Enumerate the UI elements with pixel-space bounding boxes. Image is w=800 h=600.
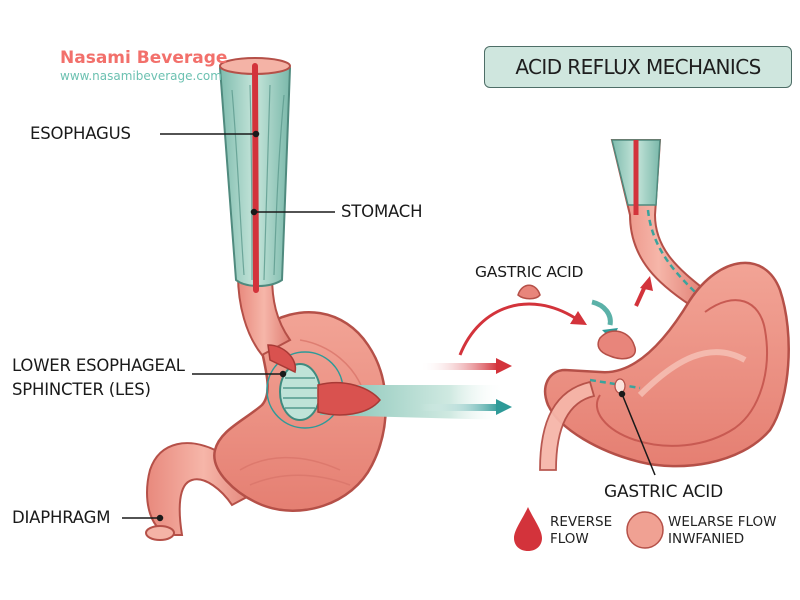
les-leader-dot	[279, 370, 287, 378]
duodenum-opening	[145, 525, 175, 541]
reflux-up-head	[640, 276, 653, 291]
acid-blob	[517, 284, 541, 300]
right-stomach-inner	[595, 299, 768, 447]
band-muscle	[317, 381, 381, 416]
right-stomach-body	[543, 261, 790, 468]
esophagus-muscle-lines	[231, 84, 285, 281]
right-les-ring	[614, 378, 626, 394]
right-diaphragm-tube	[539, 380, 596, 471]
flow-arrows	[420, 284, 618, 415]
legend-welarse-line1: WELARSE FLOW	[668, 514, 777, 530]
leader-lines-right	[618, 390, 656, 476]
reflux-arc-arrow	[458, 302, 576, 356]
les-ridges	[283, 377, 317, 409]
label-gastric-acid-bottom: GASTRIC ACID	[604, 482, 723, 502]
gastric-acid-leader-dot	[618, 390, 626, 398]
droplet-icon	[514, 507, 542, 551]
stomach-leader-dot	[250, 208, 258, 216]
teal-arrow-shaft	[420, 404, 500, 411]
label-diaphragm: DIAPHRAGM	[12, 508, 111, 527]
esophagus-leader-dot	[252, 130, 260, 138]
red-arrow-shaft	[420, 363, 498, 370]
acid-column	[252, 63, 259, 293]
diaphragm-leader-dot	[156, 514, 164, 522]
gastric-acid-leader	[621, 393, 656, 476]
legend-welarse-line2: INWFANIED	[668, 531, 745, 547]
legend-reverse-line1: REVERSE	[550, 514, 613, 530]
acid-splash	[597, 330, 637, 360]
label-gastric-acid-top: GASTRIC ACID	[475, 263, 584, 281]
legend-icons	[514, 507, 664, 551]
leader-lines-left	[122, 130, 335, 522]
right-stomach-lining	[637, 349, 747, 398]
les-sphincter	[279, 363, 321, 421]
brand-watermark: Nasami Beverage www.nasamibeverage.com	[60, 48, 228, 83]
page-title: ACID REFLUX MECHANICS	[515, 55, 761, 79]
circle-icon	[626, 511, 664, 549]
label-stomach: STOMACH	[341, 202, 423, 221]
teal-arrow-head	[496, 399, 512, 415]
title-box: ACID REFLUX MECHANICS	[484, 46, 792, 88]
left-stomach-illustration	[145, 57, 505, 541]
esophagus-lower-tube	[236, 274, 292, 357]
red-arrow-head	[496, 358, 512, 374]
les-muscle-strand	[267, 344, 297, 374]
label-les-line1: LOWER ESOPHAGEAL	[12, 356, 185, 375]
label-esophagus: ESOPHAGUS	[30, 124, 131, 143]
brand-url: www.nasamibeverage.com	[60, 69, 222, 83]
legend-reverse-line2: FLOW	[550, 531, 589, 547]
right-stomach-illustration	[539, 139, 790, 471]
label-les-line2: SPHINCTER (LES)	[12, 380, 151, 399]
reflux-arc-head	[570, 311, 587, 325]
teal-curve-arrow	[591, 299, 613, 326]
brand-name: Nasami Beverage	[60, 48, 228, 68]
